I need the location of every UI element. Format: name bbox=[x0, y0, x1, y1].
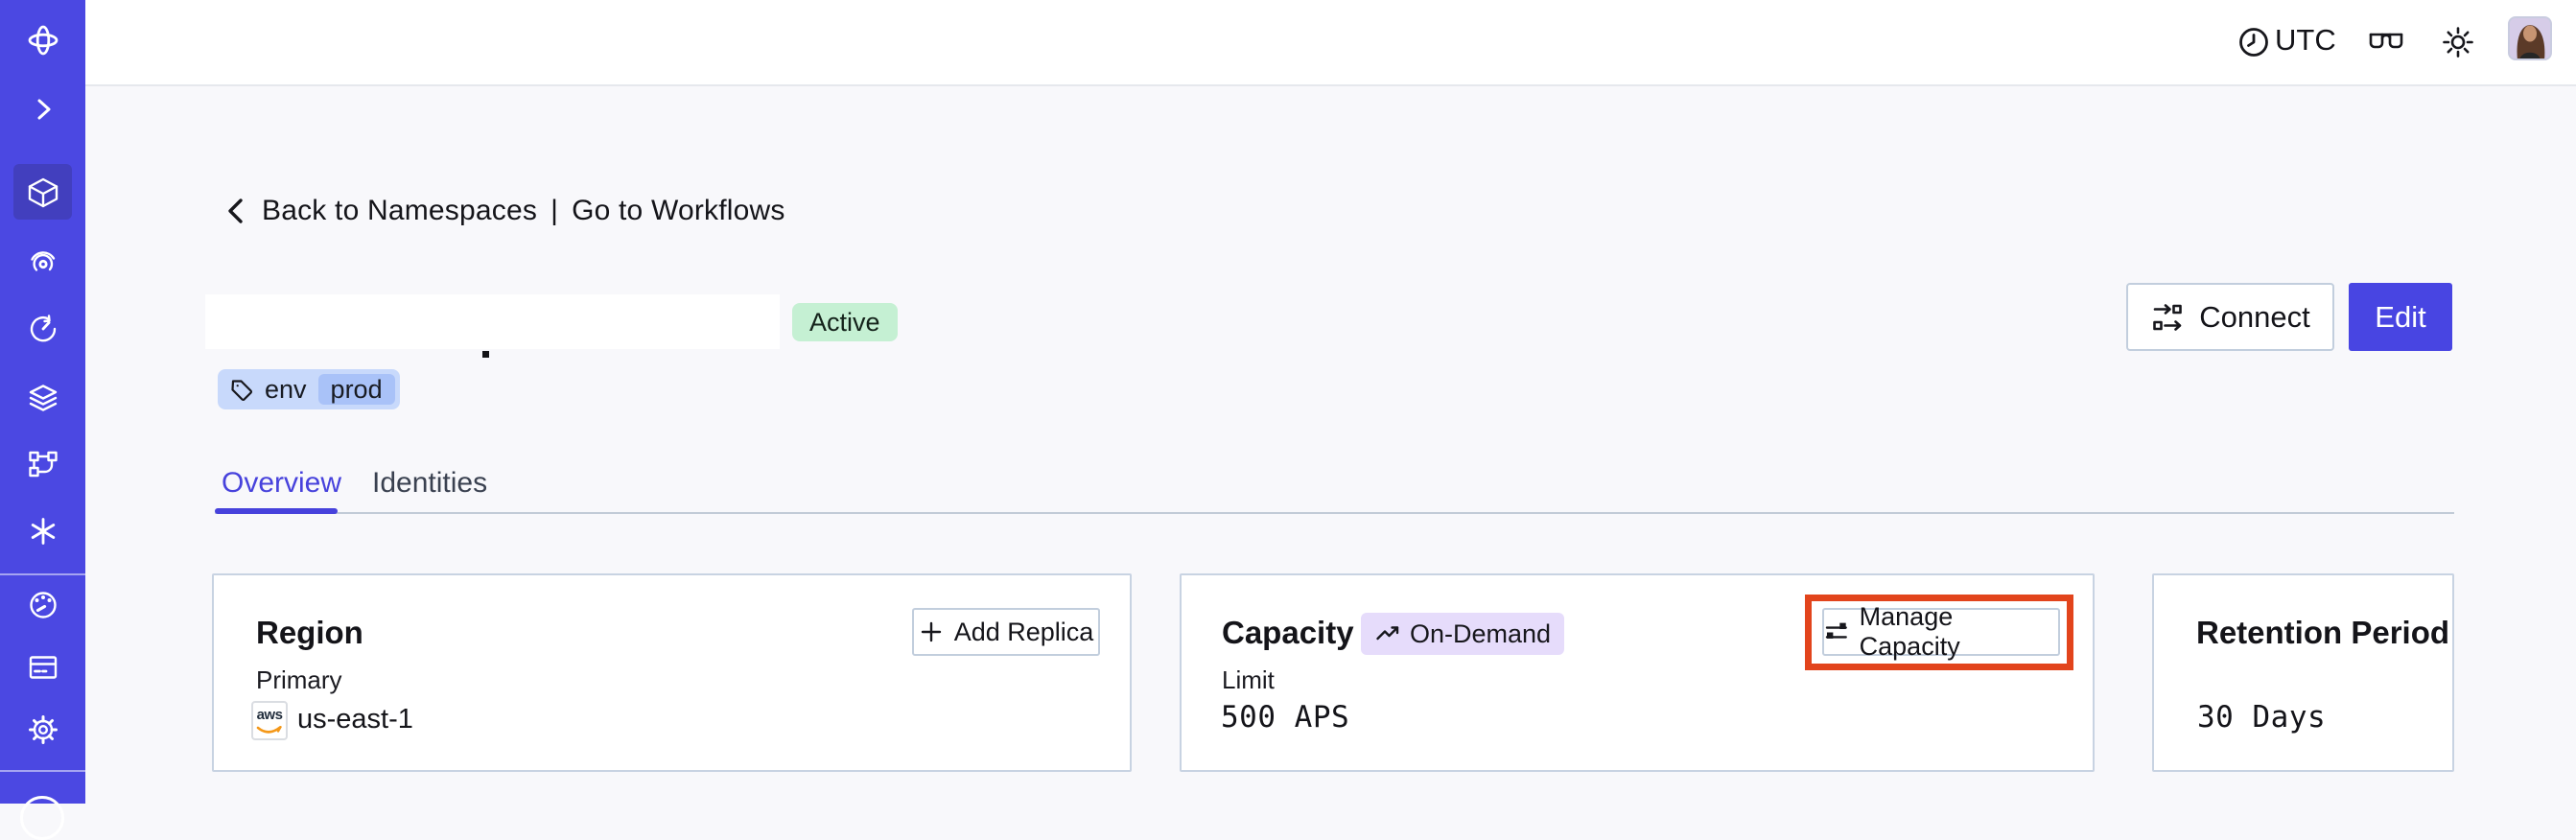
support-circle-icon[interactable] bbox=[20, 796, 64, 840]
active-tab-underline bbox=[215, 508, 338, 514]
add-replica-button[interactable]: Add Replica bbox=[912, 608, 1100, 656]
timezone-label[interactable]: UTC bbox=[2275, 23, 2336, 57]
retention-card-title: Retention Period bbox=[2196, 615, 2450, 650]
glasses-icon bbox=[2369, 33, 2403, 49]
sidebar-item-billing[interactable] bbox=[0, 640, 85, 695]
temporal-logo-icon bbox=[28, 25, 58, 56]
top-header: UTC bbox=[85, 0, 2576, 86]
namespace-title-redacted bbox=[205, 294, 780, 349]
breadcrumb[interactable]: Back to Namespaces | Go to Workflows bbox=[223, 195, 785, 227]
timer-clock-icon bbox=[30, 315, 56, 342]
feedback-glasses-button[interactable] bbox=[2364, 21, 2408, 63]
sidebar-item-settings[interactable] bbox=[0, 702, 85, 758]
sidebar-expand-button[interactable] bbox=[0, 82, 85, 137]
go-to-workflows-link[interactable]: Go to Workflows bbox=[572, 195, 785, 226]
theme-toggle-button[interactable] bbox=[2437, 21, 2479, 63]
chevron-left-icon bbox=[228, 198, 243, 223]
sidebar-item-namespaces[interactable] bbox=[0, 165, 85, 221]
sidebar-item-deployments[interactable] bbox=[0, 370, 85, 426]
tab-identities[interactable]: Identities bbox=[372, 467, 488, 499]
sidebar-item-schedules[interactable] bbox=[0, 301, 85, 357]
primary-label: Primary bbox=[256, 665, 342, 694]
spiral-icon bbox=[30, 251, 55, 271]
region-card-title: Region bbox=[256, 615, 363, 650]
tab-bar-line bbox=[215, 512, 2454, 514]
gear-icon bbox=[28, 715, 58, 744]
sidebar-item-usage[interactable] bbox=[0, 577, 85, 633]
breadcrumb-separator: | bbox=[550, 195, 559, 226]
cube-icon bbox=[28, 177, 58, 208]
tab-overview[interactable]: Overview bbox=[222, 467, 342, 499]
gauge-icon bbox=[29, 592, 57, 618]
left-navigation-sidebar bbox=[0, 0, 85, 840]
connect-flow-icon bbox=[2153, 303, 2183, 331]
timezone-selector[interactable] bbox=[2233, 21, 2275, 63]
edit-button-label: Edit bbox=[2375, 299, 2426, 334]
layers-icon bbox=[29, 385, 57, 411]
retention-card: Retention Period 30 Days bbox=[2152, 573, 2454, 772]
retention-value: 30 Days bbox=[2197, 700, 2327, 735]
manage-capacity-label: Manage Capacity bbox=[1859, 602, 1960, 661]
aws-logo-text: aws bbox=[256, 707, 283, 723]
capacity-card: Capacity On-Demand Manage Capacity Limit… bbox=[1180, 573, 2095, 772]
back-to-namespaces-link[interactable]: Back to Namespaces bbox=[262, 195, 538, 226]
user-avatar[interactable] bbox=[2508, 16, 2552, 60]
aws-provider-badge: aws bbox=[251, 701, 288, 740]
sidebar-item-home-logo[interactable] bbox=[0, 12, 85, 68]
clock-icon bbox=[2239, 28, 2268, 57]
add-replica-label: Add Replica bbox=[953, 617, 1094, 646]
sidebar-item-workflows[interactable] bbox=[0, 235, 85, 291]
tag-key: env bbox=[265, 374, 307, 404]
aws-smile-icon bbox=[256, 726, 282, 734]
annotation-highlight-box bbox=[1805, 595, 2073, 670]
connect-button[interactable]: Connect bbox=[2126, 283, 2334, 351]
sidebar-active-indicator bbox=[13, 164, 72, 220]
tag-icon bbox=[231, 379, 253, 401]
namespace-tag: env prod bbox=[218, 369, 400, 409]
on-demand-badge: On-Demand bbox=[1361, 613, 1565, 655]
status-badge: Active bbox=[792, 303, 898, 341]
sliders-icon bbox=[1825, 622, 1847, 639]
chevron-right-icon bbox=[37, 99, 50, 120]
credit-card-icon bbox=[29, 656, 57, 679]
manage-capacity-button[interactable]: Manage Capacity bbox=[1822, 602, 2060, 661]
edit-button[interactable]: Edit bbox=[2349, 283, 2452, 351]
namespace-title-dot bbox=[482, 351, 489, 358]
capacity-limit-value: 500 APS bbox=[1221, 700, 1350, 735]
sidebar-item-nexus[interactable] bbox=[0, 503, 85, 559]
sidebar-item-batch-operations[interactable] bbox=[0, 436, 85, 492]
sun-icon bbox=[2443, 27, 2473, 58]
plus-icon bbox=[921, 621, 941, 642]
region-card: Region Add Replica Primary aws us-east-1 bbox=[212, 573, 1132, 772]
capacity-card-title: Capacity bbox=[1222, 615, 1354, 650]
avatar-portrait bbox=[2510, 18, 2550, 58]
pipeline-nodes-icon bbox=[28, 451, 58, 478]
limit-label: Limit bbox=[1222, 665, 1275, 694]
on-demand-label: On-Demand bbox=[1410, 618, 1552, 648]
connect-button-label: Connect bbox=[2199, 299, 2310, 334]
tag-value: prod bbox=[317, 374, 395, 405]
trending-up-icon bbox=[1376, 626, 1399, 641]
region-value: us-east-1 bbox=[297, 704, 413, 735]
sidebar-divider bbox=[0, 573, 85, 575]
sidebar-divider bbox=[0, 770, 85, 772]
asterisk-icon bbox=[31, 518, 55, 545]
